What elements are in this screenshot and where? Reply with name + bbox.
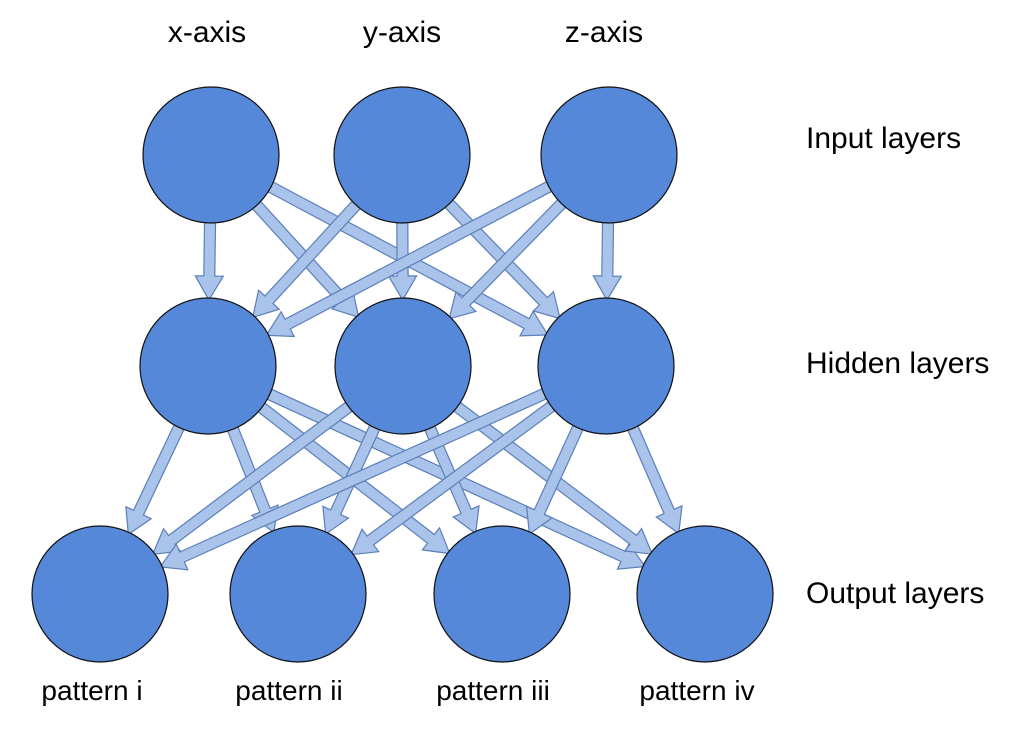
nodes-group <box>31 86 774 663</box>
arrow-input2-to-hidden1 <box>251 196 365 319</box>
output-node-out-3 <box>433 525 571 663</box>
arrow-hidden3-to-output3 <box>525 419 587 536</box>
input-node-in-y <box>333 86 471 224</box>
arrow-input1-to-hidden1 <box>194 216 225 302</box>
output-node-out-4 <box>636 525 774 663</box>
output-label-pattern-iv: pattern iv <box>639 675 754 706</box>
hidden-node-h1 <box>139 297 277 435</box>
layer-label-hidden: Hidden layers <box>806 347 989 380</box>
hidden-node-h3 <box>537 297 675 435</box>
input-label-x-axis: x-axis <box>168 16 246 49</box>
arrow-input3-to-hidden2 <box>448 194 571 320</box>
arrow-hidden3-to-output2 <box>350 397 561 556</box>
output-label-pattern-ii: pattern ii <box>235 675 342 706</box>
arrow-hidden3-to-output4 <box>624 419 683 535</box>
arrow-input3-to-hidden3 <box>592 216 623 302</box>
output-label-pattern-iii: pattern iii <box>436 675 550 706</box>
arrow-hidden3-to-output1 <box>159 385 553 571</box>
connections-group <box>125 178 683 571</box>
output-node-out-2 <box>229 525 367 663</box>
arrow-hidden2-to-output1 <box>151 398 358 556</box>
layer-label-input: Input layers <box>806 122 961 155</box>
hidden-node-h2 <box>334 297 472 435</box>
arrow-hidden1-to-output1 <box>125 418 188 536</box>
input-label-z-axis: z-axis <box>565 16 643 49</box>
input-label-y-axis: y-axis <box>363 16 441 49</box>
input-node-in-x <box>142 86 280 224</box>
input-node-in-z <box>540 86 678 224</box>
output-node-out-1 <box>31 525 169 663</box>
layer-label-output: Output layers <box>806 577 984 610</box>
output-label-pattern-i: pattern i <box>41 675 142 706</box>
arrow-input3-to-hidden1 <box>265 178 558 338</box>
